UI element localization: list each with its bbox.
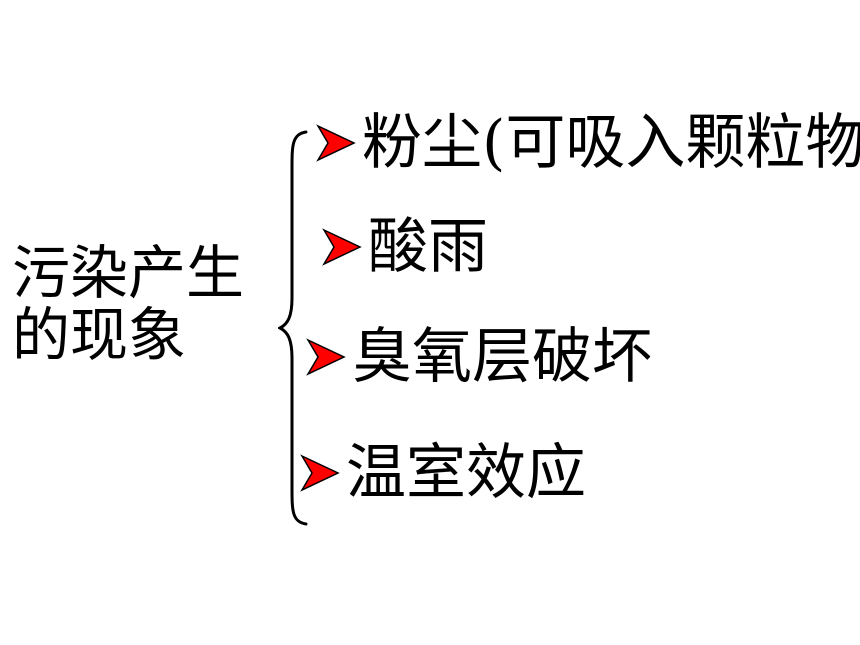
list-item-greenhouse-effect: 温室效应 bbox=[300, 438, 586, 508]
topic-label: 污染产生 的现象 bbox=[12, 242, 244, 366]
red-arrow-bullet-icon bbox=[316, 124, 356, 162]
list-item-label: 酸雨 bbox=[368, 212, 488, 282]
list-item-label: 粉尘(可吸入颗粒物 bbox=[362, 108, 860, 178]
list-item-acid-rain: 酸雨 bbox=[322, 212, 488, 282]
list-item-ozone-depletion: 臭氧层破坏 bbox=[306, 322, 652, 392]
red-arrow-bullet-icon bbox=[322, 228, 362, 266]
red-arrow-bullet-icon bbox=[300, 454, 340, 492]
topic-line-1: 污染产生 bbox=[12, 239, 245, 307]
list-item-dust: 粉尘(可吸入颗粒物 bbox=[316, 108, 860, 178]
left-brace-icon bbox=[278, 130, 308, 526]
list-item-label: 臭氧层破坏 bbox=[352, 322, 652, 392]
red-arrow-bullet-icon bbox=[306, 338, 346, 376]
list-item-label: 温室效应 bbox=[346, 438, 586, 508]
topic-line-2: 的现象 bbox=[12, 301, 187, 369]
